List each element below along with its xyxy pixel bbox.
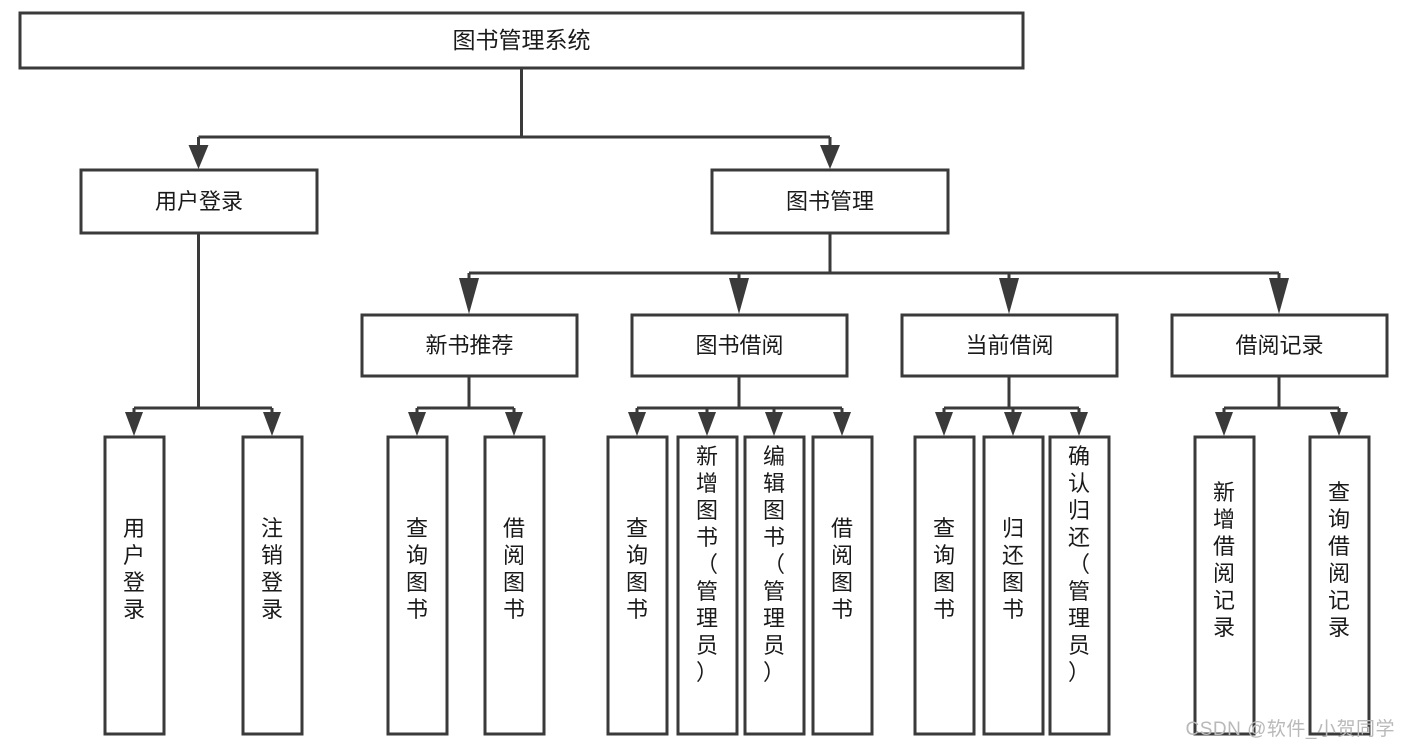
- node-leaf-return-book[interactable]: 归还图书: [982, 435, 1045, 736]
- node-label: 借阅图书: [831, 516, 853, 622]
- node-box[interactable]: [743, 435, 806, 736]
- node-book-management[interactable]: 图书管理: [710, 168, 950, 235]
- arrow-head-icon: [628, 412, 646, 436]
- node-box[interactable]: [79, 168, 319, 235]
- node-label: 注销登录: [261, 516, 283, 622]
- node-box[interactable]: [241, 435, 304, 736]
- node-box[interactable]: [483, 435, 546, 736]
- node-borrow-record[interactable]: 借阅记录: [1170, 313, 1389, 378]
- node-box[interactable]: [1170, 313, 1389, 378]
- arrow-head-icon: [820, 145, 840, 169]
- connector-bookmgmt-to-level3: [459, 233, 1289, 314]
- node-box[interactable]: [982, 435, 1045, 736]
- node-box[interactable]: [386, 435, 449, 736]
- node-book-borrow[interactable]: 图书借阅: [630, 313, 849, 378]
- arrow-head-icon: [459, 278, 479, 314]
- node-label: 用户登录: [123, 516, 145, 622]
- node-leaf-logout-login[interactable]: 注销登录: [241, 435, 304, 736]
- arrow-head-icon: [505, 412, 523, 436]
- arrow-head-icon: [1004, 412, 1022, 436]
- connector-userlogin-to-leaves: [125, 233, 281, 436]
- node-label: 借阅图书: [503, 516, 525, 622]
- node-box[interactable]: [676, 435, 739, 736]
- node-box[interactable]: [1308, 435, 1371, 736]
- node-label: 当前借阅: [965, 333, 1053, 358]
- node-box[interactable]: [606, 435, 669, 736]
- arrow-head-icon: [188, 145, 209, 169]
- node-leaf-edit-book[interactable]: 编辑图书（管理员）: [743, 435, 806, 736]
- node-leaf-add-record[interactable]: 新增借阅记录: [1193, 435, 1256, 736]
- node-label: 归还图书: [1002, 516, 1024, 622]
- arrow-head-icon: [125, 412, 143, 436]
- arrow-head-icon: [833, 412, 851, 436]
- arrow-head-icon: [1269, 278, 1289, 314]
- node-leaf-borrow-book-1[interactable]: 借阅图书: [483, 435, 546, 736]
- node-box[interactable]: [913, 435, 976, 736]
- node-new-book-recommend[interactable]: 新书推荐: [360, 313, 579, 378]
- node-leaf-confirm-return[interactable]: 确认归还（管理员）: [1048, 435, 1111, 736]
- node-box[interactable]: [103, 435, 166, 736]
- arrow-head-icon: [729, 278, 749, 314]
- node-label: 新增借阅记录: [1213, 480, 1235, 640]
- arrow-head-icon: [999, 278, 1019, 314]
- arrow-head-icon: [1215, 412, 1233, 436]
- node-box[interactable]: [1193, 435, 1256, 736]
- node-box[interactable]: [710, 168, 950, 235]
- node-label: 编辑图书（管理员）: [763, 444, 785, 685]
- node-label: 查询借阅记录: [1328, 480, 1350, 640]
- connector-borrowrecord-to-leaves: [1215, 376, 1348, 436]
- node-leaf-query-book-1[interactable]: 查询图书: [386, 435, 449, 736]
- arrow-head-icon: [1070, 412, 1088, 436]
- node-label: 用户登录: [155, 189, 243, 214]
- node-leaf-user-login[interactable]: 用户登录: [103, 435, 166, 736]
- node-label: 查询图书: [626, 516, 648, 622]
- node-box[interactable]: [811, 435, 874, 736]
- node-user-login[interactable]: 用户登录: [79, 168, 319, 235]
- node-leaf-query-book-2[interactable]: 查询图书: [606, 435, 669, 736]
- connector-bookborrow-to-leaves: [628, 376, 851, 436]
- connector-newbook-to-leaves: [408, 376, 523, 436]
- arrow-head-icon: [263, 412, 281, 436]
- node-box[interactable]: [1048, 435, 1111, 736]
- node-box[interactable]: [360, 313, 579, 378]
- node-label: 新书推荐: [425, 333, 513, 358]
- node-label: 查询图书: [406, 516, 428, 622]
- node-leaf-query-book-3[interactable]: 查询图书: [913, 435, 976, 736]
- node-box[interactable]: [18, 11, 1025, 70]
- node-box[interactable]: [630, 313, 849, 378]
- arrow-head-icon: [408, 412, 426, 436]
- node-label: 确认归还（管理员）: [1068, 444, 1090, 685]
- node-label: 查询图书: [933, 516, 955, 622]
- node-leaf-borrow-book-2[interactable]: 借阅图书: [811, 435, 874, 736]
- node-label: 借阅记录: [1235, 333, 1323, 358]
- arrow-head-icon: [698, 412, 716, 436]
- node-label: 图书借阅: [695, 333, 783, 358]
- node-leaf-add-book[interactable]: 新增图书（管理员）: [676, 435, 739, 736]
- node-label: 新增图书（管理员）: [696, 444, 718, 685]
- node-root[interactable]: 图书管理系统: [18, 11, 1025, 70]
- node-current-borrow[interactable]: 当前借阅: [900, 313, 1119, 378]
- arrow-head-icon: [765, 412, 783, 436]
- arrow-head-icon: [1330, 412, 1348, 436]
- connector-root-to-level2: [188, 68, 840, 169]
- connector-currentborrow-to-leaves: [935, 376, 1088, 436]
- arrow-head-icon: [935, 412, 953, 436]
- node-label: 图书管理: [786, 189, 874, 214]
- node-box[interactable]: [900, 313, 1119, 378]
- node-leaf-query-record[interactable]: 查询借阅记录: [1308, 435, 1371, 736]
- node-label: 图书管理系统: [453, 27, 591, 53]
